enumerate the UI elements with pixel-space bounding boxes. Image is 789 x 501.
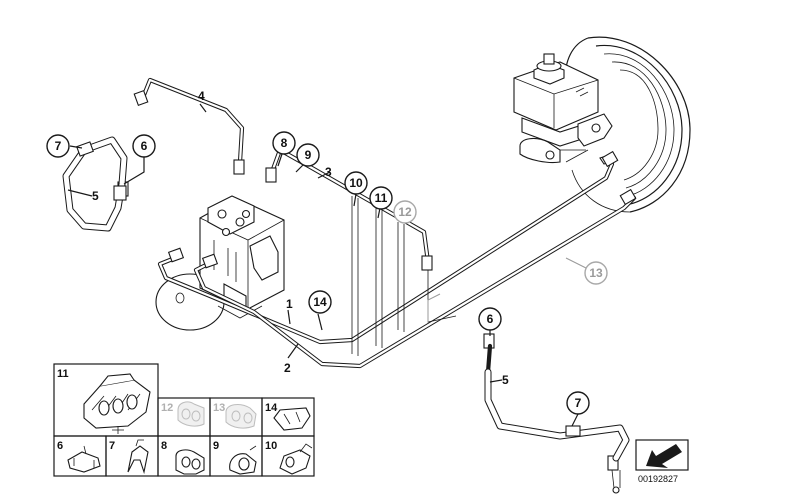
callout-13: 13 [584,261,608,285]
callout-5-right: 5 [502,373,509,387]
clip-14-drawing [273,407,311,431]
brake-hose-left [62,136,128,232]
svg-text:10: 10 [349,176,363,190]
callout-8: 8 [272,131,296,155]
parts-legend: 11 12 13 14 6 7 8 9 10 [53,363,315,477]
brake-booster [565,36,691,213]
legend-label-13: 13 [213,402,225,414]
callout-5-left: 5 [92,189,99,203]
callout-11: 11 [369,186,393,210]
clip-11-drawing [83,373,151,434]
svg-text:14: 14 [313,295,327,309]
abs-hydraulic-unit [155,195,285,331]
callout-4: 4 [198,89,205,103]
svg-text:7: 7 [55,139,62,153]
callout-6-right: 6 [478,307,502,331]
leader-lines [67,103,579,427]
svg-text:13: 13 [589,266,603,280]
clip-9-drawing [229,445,257,475]
brake-pipes [139,77,637,369]
direction-reference: 00192827 [635,439,689,484]
callout-1: 1 [286,297,293,311]
pipe-fittings [117,89,637,471]
callout-6-left: 6 [132,134,156,158]
legend-label-6: 6 [57,440,63,452]
callout-7-left: 7 [46,134,70,158]
callout-14: 14 [308,290,332,314]
clip-13-drawing [225,404,257,429]
legend-label-10: 10 [265,440,277,452]
callout-9: 9 [296,143,320,167]
callout-3: 3 [325,165,332,179]
legend-label-14: 14 [265,402,278,414]
svg-text:6: 6 [141,139,148,153]
svg-text:6: 6 [487,312,494,326]
bracket-6-drawing [67,445,101,473]
arrow-down-left-icon [646,444,682,468]
clip-8-drawing [175,449,205,475]
master-cylinder [513,53,617,165]
holder-7-drawing [127,439,149,475]
clip-10-drawing [279,443,313,475]
legend-label-11: 11 [57,368,69,380]
legend-label-8: 8 [161,440,167,452]
reference-number: 00192827 [638,474,678,484]
svg-text:11: 11 [375,191,388,205]
svg-text:9: 9 [305,148,312,162]
callout-2: 2 [284,361,291,375]
brake-hose-right [484,343,630,494]
callout-7-right: 7 [566,391,590,415]
callout-10: 10 [344,171,368,195]
svg-text:7: 7 [575,396,582,410]
callout-12: 12 [393,200,417,224]
legend-label-7: 7 [109,440,115,452]
legend-label-12: 12 [161,402,173,414]
legend-label-9: 9 [213,440,219,452]
svg-text:12: 12 [398,205,412,219]
svg-text:8: 8 [281,136,288,150]
clip-12-drawing [177,401,205,427]
